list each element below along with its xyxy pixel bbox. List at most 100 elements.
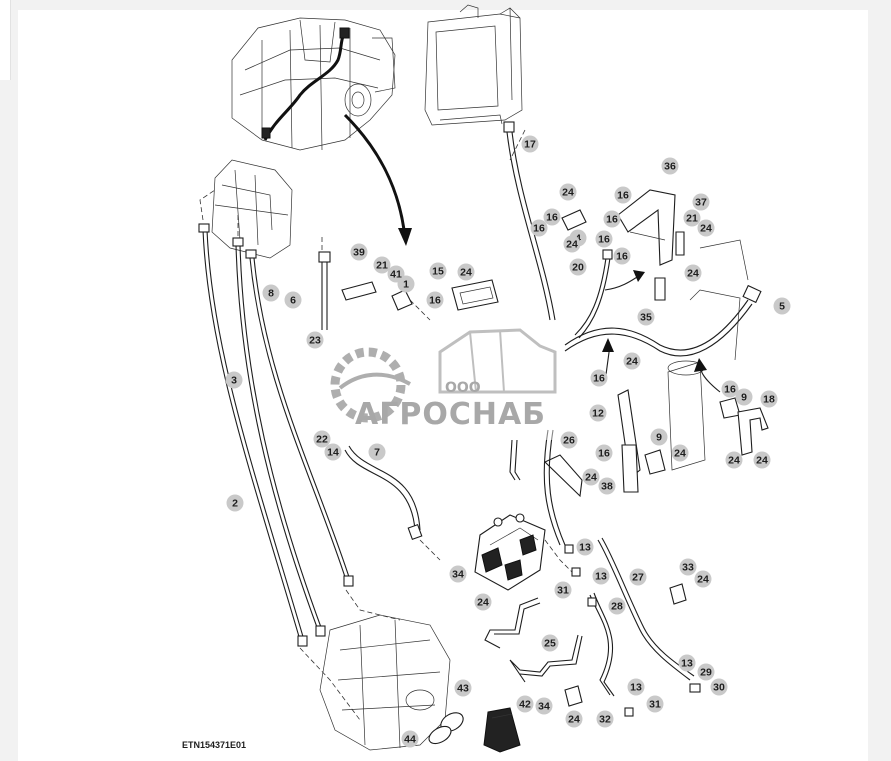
callout-16: 16 — [595, 444, 613, 462]
watermark-company-prefix: ООО — [445, 380, 481, 396]
callout-circle — [535, 697, 553, 715]
callout-number: 24 — [460, 267, 472, 279]
callout-22: 22 — [313, 430, 331, 448]
callout-27: 27 — [629, 568, 647, 586]
callout-number: 21 — [376, 260, 388, 272]
callout-number: 24 — [626, 356, 638, 368]
callout-circle — [576, 538, 594, 556]
valve-block-illustration — [211, 159, 293, 259]
hose-8 — [245, 249, 354, 587]
hose-center — [543, 429, 566, 546]
callout-circle — [697, 219, 715, 237]
callout-number: 16 — [546, 212, 558, 224]
hose-left-center — [509, 439, 521, 481]
callout-circle — [521, 135, 539, 153]
callout-number: 3 — [231, 375, 237, 387]
callout-24: 24 — [559, 183, 577, 201]
callout-36: 36 — [661, 157, 679, 175]
callout-number: 16 — [598, 448, 610, 460]
callout-16: 16 — [721, 380, 739, 398]
callout-circle — [541, 634, 559, 652]
hose-2 — [198, 223, 308, 647]
callout-number: 12 — [592, 408, 604, 420]
hose-5 — [564, 284, 762, 357]
callout-circle — [735, 388, 753, 406]
callout-number: 37 — [695, 197, 707, 209]
callout-number: 26 — [563, 435, 575, 447]
callout-number: 16 — [616, 251, 628, 263]
callout-circle — [613, 247, 631, 265]
callout-circle — [457, 263, 475, 281]
arrow-right-top — [604, 274, 641, 291]
callout-14: 14 — [324, 443, 342, 461]
callout-number: 42 — [519, 699, 531, 711]
callout-circle — [449, 565, 467, 583]
callout-circle — [725, 451, 743, 469]
arrowhead-right-middle — [694, 358, 707, 372]
bracket-18 — [737, 407, 769, 456]
callout-number: 13 — [681, 658, 693, 670]
callout-circle — [226, 494, 244, 512]
callout-circle — [563, 235, 581, 253]
fitting-1 — [391, 289, 413, 311]
callout-circle — [429, 262, 447, 280]
tube-28 — [597, 537, 695, 681]
callout-number: 24 — [566, 239, 578, 251]
callout-6: 6 — [284, 291, 302, 309]
callout-5: 5 — [773, 297, 791, 315]
callout-13: 13 — [627, 678, 645, 696]
callout-number: 34 — [452, 569, 464, 581]
callout-24: 24 — [725, 451, 743, 469]
callout-24: 24 — [474, 593, 492, 611]
callout-24: 24 — [563, 235, 581, 253]
callout-circle — [721, 380, 739, 398]
callout-number: 13 — [595, 571, 607, 583]
callout-number: 24 — [687, 268, 699, 280]
callout-circle — [373, 256, 391, 274]
detail-arrowhead — [398, 228, 412, 246]
callout-18: 18 — [760, 390, 778, 408]
callout-circle — [592, 567, 610, 585]
callout-number: 36 — [664, 161, 676, 173]
callout-circle — [324, 443, 342, 461]
watermark-company-name: АГРОСНАБ — [355, 397, 546, 432]
callout-34: 34 — [535, 697, 553, 715]
callout-circle — [313, 430, 331, 448]
callout-number: 16 — [533, 223, 545, 235]
callout-circle — [589, 404, 607, 422]
callout-number: 17 — [524, 139, 536, 151]
callout-number: 1 — [403, 279, 409, 291]
callout-circle — [753, 451, 771, 469]
callout-15: 15 — [429, 262, 447, 280]
callout-13: 13 — [576, 538, 594, 556]
callout-16: 16 — [543, 208, 561, 226]
callout-16: 16 — [590, 369, 608, 387]
callout-circle — [646, 695, 664, 713]
callout-16: 16 — [426, 291, 444, 309]
callout-circle — [426, 291, 444, 309]
callout-number: 32 — [599, 714, 611, 726]
callout-number: 5 — [779, 301, 785, 313]
callout-number: 39 — [353, 247, 365, 259]
callout-number: 24 — [562, 187, 574, 199]
callout-number: 16 — [429, 295, 441, 307]
callout-24: 24 — [623, 352, 641, 370]
callout-20: 20 — [569, 258, 587, 276]
callout-39: 39 — [350, 243, 368, 261]
left-panel-edge — [0, 0, 11, 80]
callout-circle — [679, 558, 697, 576]
callout-number: 13 — [630, 682, 642, 694]
callout-circle — [454, 679, 472, 697]
callout-42: 42 — [516, 695, 534, 713]
callout-21: 21 — [373, 256, 391, 274]
callout-16: 16 — [613, 247, 631, 265]
callout-number: 2 — [232, 498, 238, 510]
callout-circle — [608, 597, 626, 615]
callout-number: 16 — [606, 214, 618, 226]
callout-number: 25 — [544, 638, 556, 650]
callout-13: 13 — [592, 567, 610, 585]
callout-3: 3 — [225, 371, 243, 389]
callout-24: 24 — [753, 451, 771, 469]
callout-24: 24 — [694, 570, 712, 588]
callout-number: 24 — [585, 472, 597, 484]
